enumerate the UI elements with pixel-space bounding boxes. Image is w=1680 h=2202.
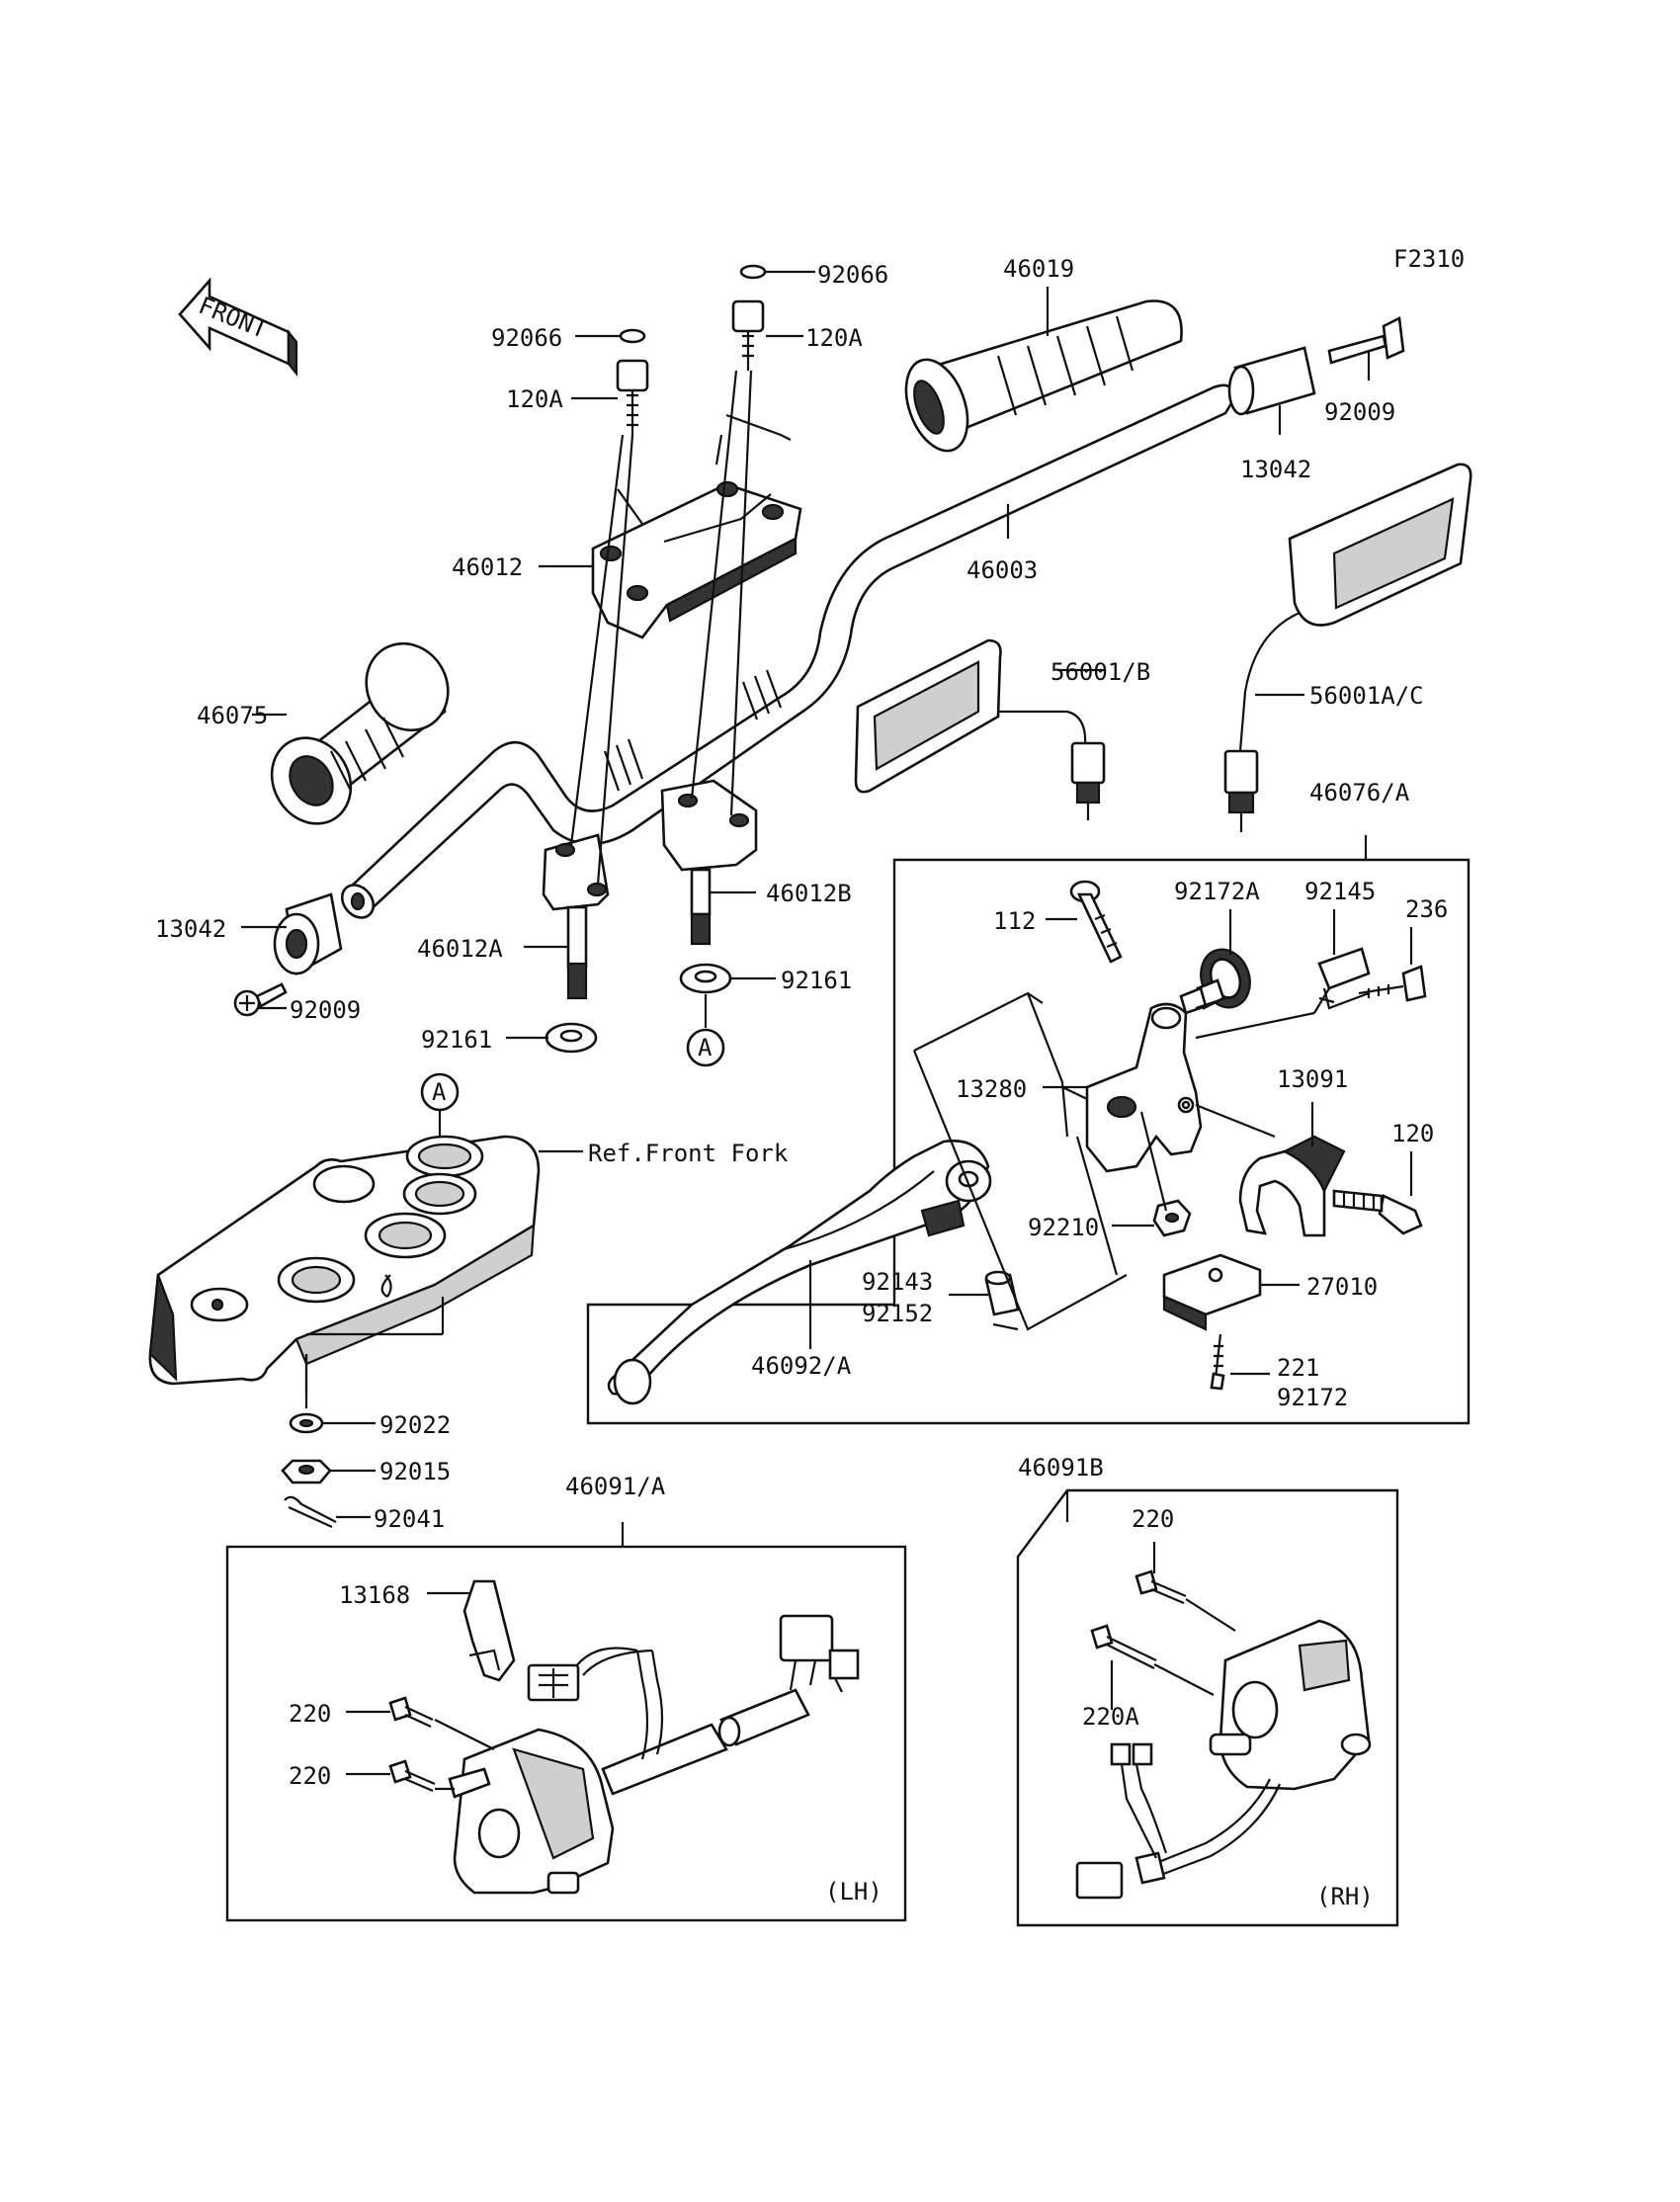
callout-92143: 92143 (862, 1268, 933, 1296)
callout-13091: 13091 (1277, 1065, 1348, 1093)
switch-27010-drawing (1162, 1253, 1262, 1331)
callout-220-lh-bottom: 220 (289, 1762, 331, 1790)
upper-holder-drawing (591, 480, 802, 639)
screw-92009-right-drawing (1327, 316, 1405, 365)
callout-27010: 27010 (1306, 1273, 1378, 1301)
bolt-120-drawing (1332, 1189, 1423, 1235)
mirror-left-drawing (854, 638, 1106, 820)
callout-56001b: 56001/B (1050, 658, 1150, 686)
rh-screw-220a-drawing (1090, 1624, 1215, 1696)
washer-92161-left-drawing (545, 1022, 598, 1054)
lh-screw-220-bottom-drawing (388, 1759, 436, 1793)
washer-92022-drawing (289, 1354, 324, 1434)
callout-92210: 92210 (1028, 1214, 1099, 1241)
bracket-13280-drawing (1085, 1002, 1203, 1173)
bolt-120a-left-drawing (616, 359, 649, 435)
screw-92009-left-drawing (233, 982, 288, 1017)
screw-236-drawing (1358, 965, 1427, 1002)
callout-13168: 13168 (339, 1581, 410, 1609)
callout-92066-left: 92066 (491, 324, 562, 352)
lh-switch-box (225, 1545, 907, 1922)
callout-92145: 92145 (1304, 878, 1376, 905)
switch-92145-drawing (1317, 947, 1371, 1010)
lever-guide-lines (912, 987, 1330, 1331)
lh-switch-drawing (448, 1579, 860, 1895)
screw-221-drawing (1210, 1333, 1225, 1391)
callout-220-lh-top: 220 (289, 1700, 331, 1728)
callout-46019: 46019 (1003, 255, 1074, 283)
callout-92152: 92152 (862, 1300, 933, 1327)
lower-holder-b-drawing (660, 779, 758, 946)
callout-92161-right: 92161 (781, 967, 852, 994)
holder-guide-lines (569, 370, 792, 886)
adjuster-92172a-drawing (1179, 948, 1251, 1015)
diagram-code: F2310 (1393, 245, 1465, 273)
callout-220-rh: 220 (1132, 1505, 1174, 1533)
callout-46012: 46012 (452, 553, 523, 581)
nut-92210-drawing (1152, 1199, 1192, 1237)
left-grip-drawing (270, 641, 450, 825)
right-grip-drawing (904, 299, 1183, 453)
washer-92066-left-drawing (619, 328, 646, 344)
bolt-120a-right-drawing (731, 299, 765, 371)
svg-text:A: A (432, 1078, 447, 1106)
lever-46092-drawing (607, 1139, 992, 1405)
callout-112: 112 (993, 907, 1036, 935)
callout-46012a: 46012A (417, 935, 503, 963)
callout-220a-rh: 220A (1082, 1703, 1139, 1731)
lever-assembly-box (586, 858, 1470, 1425)
rh-screw-220-drawing (1134, 1569, 1236, 1632)
rh-switch-drawing (1075, 1619, 1372, 1900)
rh-side-label: (RH) (1316, 1883, 1374, 1910)
callout-120a-right: 120A (805, 324, 863, 352)
svg-text:A: A (698, 1034, 713, 1061)
callout-92009-right: 92009 (1324, 398, 1395, 426)
callout-56001ac: 56001A/C (1309, 682, 1424, 710)
nut-92015-drawing (281, 1459, 332, 1484)
callout-13042-left: 13042 (155, 915, 226, 943)
callout-221: 221 (1277, 1354, 1319, 1382)
mirror-right-drawing (1223, 463, 1472, 832)
rh-switch-box (1016, 1488, 1399, 1927)
cotter-pin-92041-drawing (284, 1495, 337, 1529)
front-arrow-icon: FRONT (178, 277, 298, 378)
callout-92172: 92172 (1277, 1384, 1348, 1411)
callout-92009-left: 92009 (290, 996, 361, 1024)
callout-46076a: 46076/A (1309, 779, 1410, 806)
callout-236: 236 (1405, 895, 1448, 923)
callout-120: 120 (1391, 1120, 1434, 1147)
holder-13091-drawing (1238, 1135, 1346, 1237)
callout-labels: 92066 92066 120A 120A 46019 46003 46012 … (155, 255, 1448, 1790)
lower-holder-a-drawing (542, 833, 610, 1000)
callout-46075: 46075 (197, 702, 268, 729)
lh-side-label: (LH) (825, 1878, 882, 1906)
ref-front-fork-label: Ref.Front Fork (588, 1140, 789, 1167)
callout-46091a: 46091/A (565, 1473, 666, 1500)
callout-92022: 92022 (379, 1411, 451, 1439)
ref-marker-a-lower: A (686, 994, 725, 1067)
washer-92066-right-drawing (739, 264, 767, 280)
leader-lines (241, 270, 1413, 1776)
handlebar-drawing (340, 383, 1235, 919)
ref-marker-a-upper: A (420, 1072, 460, 1166)
lh-screw-220-top-drawing (388, 1696, 434, 1728)
callout-13280: 13280 (956, 1075, 1027, 1103)
callout-46092a: 46092/A (751, 1352, 852, 1380)
callout-92161-left: 92161 (421, 1026, 492, 1054)
fork-bracket-drawing (148, 1135, 583, 1394)
callout-46091b: 46091B (1018, 1454, 1104, 1482)
callout-120a-left: 120A (506, 385, 563, 413)
callout-92172a: 92172A (1174, 878, 1260, 905)
callout-46003: 46003 (966, 556, 1038, 584)
washer-92161-right-drawing (679, 963, 732, 994)
callout-46012b: 46012B (766, 880, 852, 907)
bolt-112-drawing (1069, 880, 1123, 964)
callout-92015: 92015 (379, 1458, 451, 1485)
callout-92066-right: 92066 (817, 261, 888, 289)
callout-92041: 92041 (374, 1505, 445, 1533)
bar-end-left-drawing (273, 892, 343, 976)
callout-13042-right: 13042 (1240, 456, 1311, 483)
bar-end-right-drawing (1227, 346, 1316, 416)
